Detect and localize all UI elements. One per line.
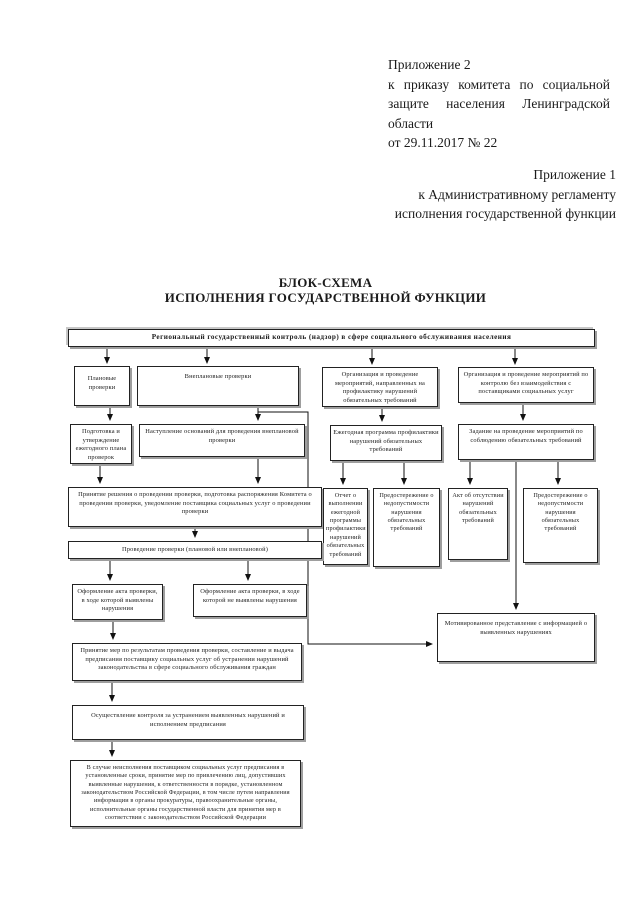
node-annual-program: Ежегодная программа профилактики нарушен… <box>330 425 442 461</box>
node-motivated-submission: Мотивированное представление с информаци… <box>437 613 595 662</box>
node-act-no-violations: Акт об отсутствии нарушений обязательных… <box>448 488 508 560</box>
stamp-line: области <box>388 115 434 131</box>
node-regional-control-banner: Региональный государственный контроль (н… <box>68 329 595 347</box>
node-prevention-organization: Организация и проведение мероприятий, на… <box>322 367 438 407</box>
node-check-execution: Проведение проверки (плановой или внепла… <box>68 541 322 559</box>
node-unplanned-checks: Внеплановые проверки <box>137 366 299 406</box>
node-control: Осуществление контроля за устранением вы… <box>72 705 304 740</box>
stamp-line: Приложение 2 <box>388 57 471 72</box>
node-act-violations: Оформление акта проверки, в ходе которой… <box>72 584 163 620</box>
node-non-execution-measures: В случае неисполнения поставщиком социал… <box>70 760 301 827</box>
node-program-report: Отчет о выполнении ежегодной программы п… <box>323 488 368 565</box>
node-decision: Принятие решения о проведении проверки, … <box>68 487 322 527</box>
node-grounds-unplanned: Наступление оснований для проведения вне… <box>139 424 305 457</box>
page-title-line2: ИСПОЛНЕНИЯ ГОСУДАРСТВЕННОЙ ФУНКЦИИ <box>164 289 487 305</box>
node-planned-checks: Плановые проверки <box>74 366 130 406</box>
appendix-line: исполнения государственной функции <box>394 206 616 221</box>
appendix-line: к Административному регламенту <box>418 186 616 202</box>
node-assignment: Задание на проведение мероприятий по соб… <box>458 424 594 460</box>
node-warning-left: Предостережение о недопустимости нарушен… <box>373 488 440 567</box>
stamp-line: к приказу комитета по социальной <box>388 76 610 92</box>
node-measures: Принятие мер по результатам проведения п… <box>72 643 302 681</box>
stamp-line: от 29.11.2017 № 22 <box>388 135 498 150</box>
page-title-line1: БЛОК-СХЕМА <box>278 275 373 290</box>
node-no-interaction-organization: Организация и проведение мероприятий по … <box>458 367 594 403</box>
appendix-line: Приложение 1 <box>533 167 616 182</box>
appendix-reference: Приложение 1 к Административному регламе… <box>260 165 616 224</box>
order-stamp: Приложение 2 к приказу комитета по социа… <box>388 55 610 153</box>
node-annual-plan: Подготовка и утверждение ежегодного план… <box>70 424 132 464</box>
stamp-line: защите населения Ленинградской <box>388 96 610 111</box>
node-act-clean: Оформление акта проверки, в ходе которой… <box>193 584 307 617</box>
node-warning-right: Предостережение о недопустимости нарушен… <box>523 488 598 563</box>
page-title: БЛОК-СХЕМА ИСПОЛНЕНИЯ ГОСУДАРСТВЕННОЙ ФУ… <box>12 275 639 305</box>
